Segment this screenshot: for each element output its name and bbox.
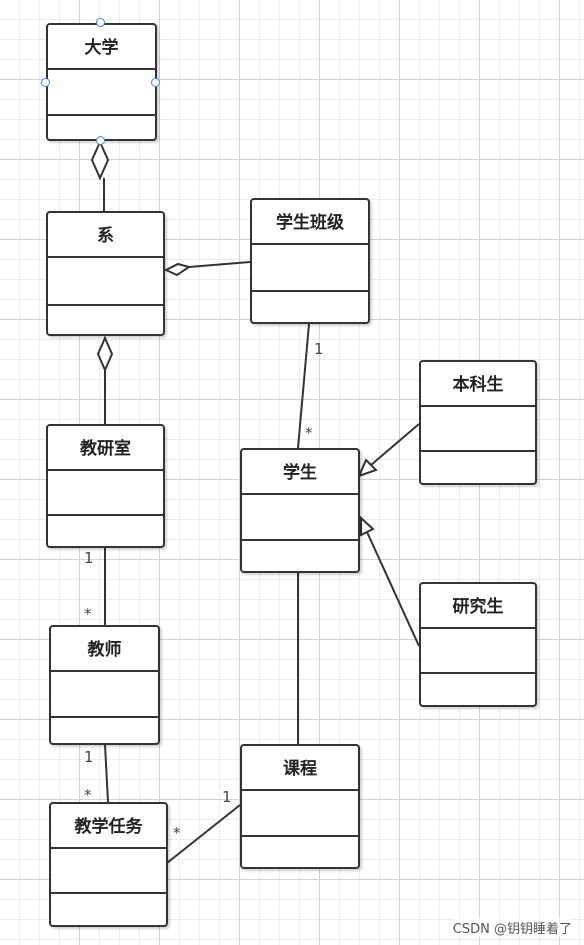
- multiplicity-label: 1: [84, 748, 94, 766]
- aggregation-diamond-icon: [90, 139, 110, 181]
- attributes-compartment: [242, 495, 358, 541]
- class-course[interactable]: 课程: [240, 744, 360, 869]
- class-teaching-task[interactable]: 教学任务: [49, 802, 168, 927]
- class-name: 教研室: [48, 426, 163, 471]
- class-name: 系: [48, 213, 163, 258]
- multiplicity-label: 1: [84, 549, 94, 567]
- aggregation-university-department[interactable]: [90, 139, 110, 211]
- generalization-triangle-icon: [360, 515, 375, 537]
- class-teacher[interactable]: 教师: [49, 625, 160, 745]
- attributes-compartment: [51, 672, 158, 718]
- class-university[interactable]: 大学: [46, 23, 157, 141]
- association-studentclass-student[interactable]: [297, 323, 310, 449]
- class-name: 学生班级: [252, 200, 368, 245]
- class-undergraduate[interactable]: 本科生: [419, 360, 537, 485]
- class-graduate[interactable]: 研究生: [419, 582, 537, 707]
- class-name: 教学任务: [51, 804, 166, 849]
- aggregation-diamond-icon: [96, 335, 114, 373]
- multiplicity-label: *: [84, 786, 92, 804]
- aggregation-diamond-icon: [163, 262, 192, 277]
- aggregation-department-studentclass[interactable]: [163, 261, 251, 277]
- class-name: 课程: [242, 746, 358, 791]
- association-teacher-task[interactable]: [104, 744, 109, 803]
- class-name: 大学: [48, 25, 155, 70]
- attributes-compartment: [421, 407, 535, 452]
- aggregation-department-office[interactable]: [96, 335, 114, 424]
- attributes-compartment: [48, 70, 155, 116]
- multiplicity-label: 1: [314, 340, 324, 358]
- multiplicity-label: *: [173, 824, 181, 842]
- multiplicity-label: *: [84, 605, 92, 623]
- class-name: 研究生: [421, 584, 535, 629]
- attributes-compartment: [242, 791, 358, 837]
- attributes-compartment: [48, 471, 163, 516]
- association-course-task[interactable]: [166, 804, 241, 864]
- multiplicity-label: 1: [222, 788, 232, 806]
- class-teaching-office[interactable]: 教研室: [46, 424, 165, 548]
- selection-handle-left[interactable]: [41, 78, 50, 87]
- generalization-undergraduate-student[interactable]: [357, 423, 420, 478]
- class-student-class[interactable]: 学生班级: [250, 198, 370, 324]
- attributes-compartment: [421, 629, 535, 674]
- generalization-graduate-student[interactable]: [360, 515, 420, 647]
- class-name: 教师: [51, 627, 158, 672]
- generalization-triangle-icon: [357, 458, 378, 478]
- selection-handle-right[interactable]: [151, 78, 160, 87]
- multiplicity-label: *: [305, 424, 313, 442]
- class-name: 学生: [242, 450, 358, 495]
- attributes-compartment: [48, 258, 163, 306]
- watermark: CSDN @钥钥睡着了: [452, 918, 572, 937]
- class-name: 本科生: [421, 362, 535, 407]
- selection-handle-top[interactable]: [96, 18, 105, 27]
- class-department[interactable]: 系: [46, 211, 165, 336]
- selection-handle-bottom[interactable]: [96, 136, 105, 145]
- attributes-compartment: [252, 245, 368, 292]
- class-student[interactable]: 学生: [240, 448, 360, 573]
- attributes-compartment: [51, 849, 166, 894]
